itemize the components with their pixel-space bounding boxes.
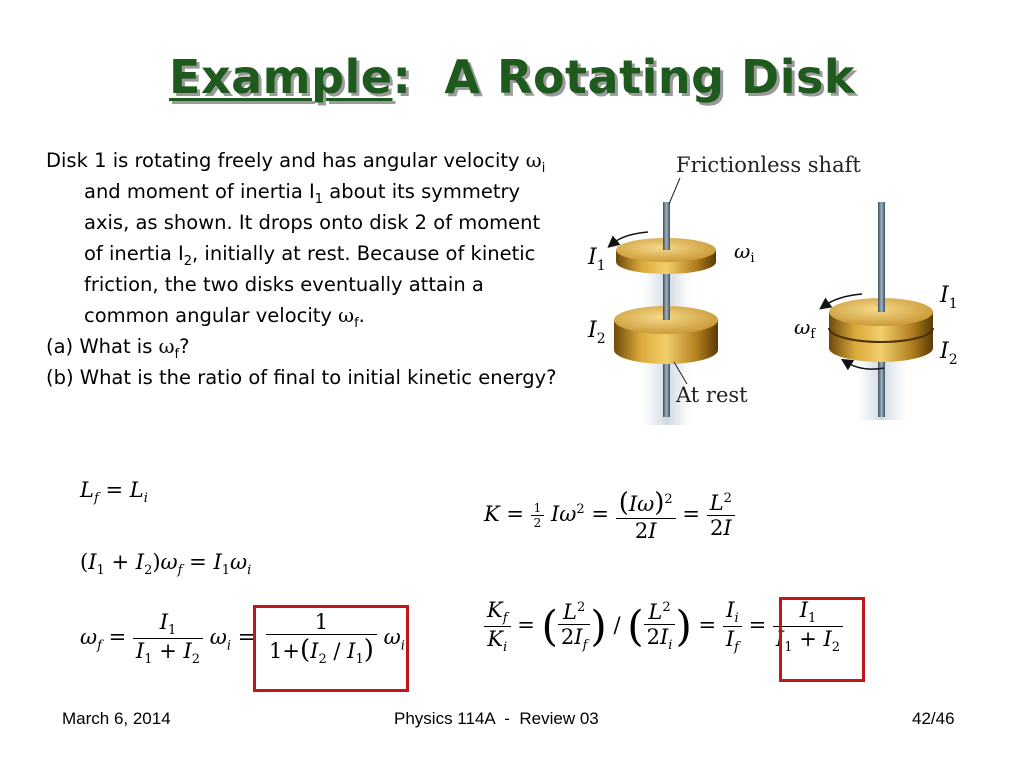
problem-text-5: . [358, 304, 365, 327]
label-omega-f: ωf [794, 315, 816, 342]
label-omega-i: ωi [734, 239, 754, 266]
part-a-question-mark: ? [179, 335, 190, 358]
omega-symbol: ω [338, 304, 355, 327]
omega-symbol: ω [525, 149, 542, 172]
frictionless-shaft-label: Frictionless shaft [676, 153, 861, 177]
rotation-arrow-icon [819, 293, 863, 310]
combined-disks [828, 290, 934, 362]
slide-title: Example: A Rotating Disk [0, 50, 1024, 104]
problem-text-2: and moment of inertia I [84, 180, 315, 203]
problem-statement: Disk 1 is rotating freely and has angula… [46, 145, 586, 393]
subscript-f: f [174, 346, 180, 362]
subscript-f: f [354, 315, 359, 331]
label-I2-left: I2 [587, 318, 606, 347]
title-colon: : [392, 50, 412, 104]
left-disk-assembly: Frictionless shaft At rest I1 ωi I2 [587, 153, 861, 425]
equation-angular-momentum: Lf = Li [80, 478, 148, 507]
subscript-i: i [541, 160, 546, 176]
subscript-2: 2 [183, 253, 193, 269]
answer-box-omega-f [253, 605, 409, 692]
label-I2-right: I2 [939, 339, 958, 368]
part-b: (b) What is the ratio of final to initia… [46, 366, 557, 389]
footer-page-number: 42/46 [912, 709, 955, 728]
at-rest-label: At rest [675, 383, 748, 407]
rotating-disks-figure: Frictionless shaft At rest I1 ωi I2 I1 I… [587, 153, 958, 425]
problem-text-1: Disk 1 is rotating freely and has angula… [46, 149, 526, 172]
answer-box-energy-ratio [779, 597, 865, 682]
label-leader-line [673, 361, 688, 385]
footer-date: March 6, 2014 [62, 709, 171, 728]
title-rest: A Rotating Disk [411, 50, 855, 104]
title-word: Example [169, 50, 393, 104]
problem-description: Disk 1 is rotating freely and has angula… [46, 145, 564, 331]
equation-conservation: (I1 + I2)ωf = I1ωi [80, 550, 252, 579]
disk-1 [616, 202, 716, 274]
problem-text-4: , initially at rest. Because of kinetic … [84, 242, 536, 327]
problem-text-3: about its symmetry axis, as shown. It dr… [84, 180, 541, 265]
rotation-arrow-icon [607, 231, 649, 248]
label-I1-left: I1 [587, 245, 606, 274]
part-a-text: (a) What is [46, 335, 159, 358]
part-a: (a) What is ωf? [46, 331, 586, 362]
omega-symbol: ω [158, 335, 175, 358]
disk-2 [614, 300, 718, 364]
label-leader-line [668, 177, 681, 205]
label-I1-right: I1 [939, 283, 958, 312]
rotation-arrow-icon [840, 358, 885, 371]
right-disk-assembly: I1 I2 ωf [794, 202, 958, 420]
footer-course: Physics 114A - Review 03 [394, 709, 599, 728]
subscript-1: 1 [314, 191, 324, 207]
